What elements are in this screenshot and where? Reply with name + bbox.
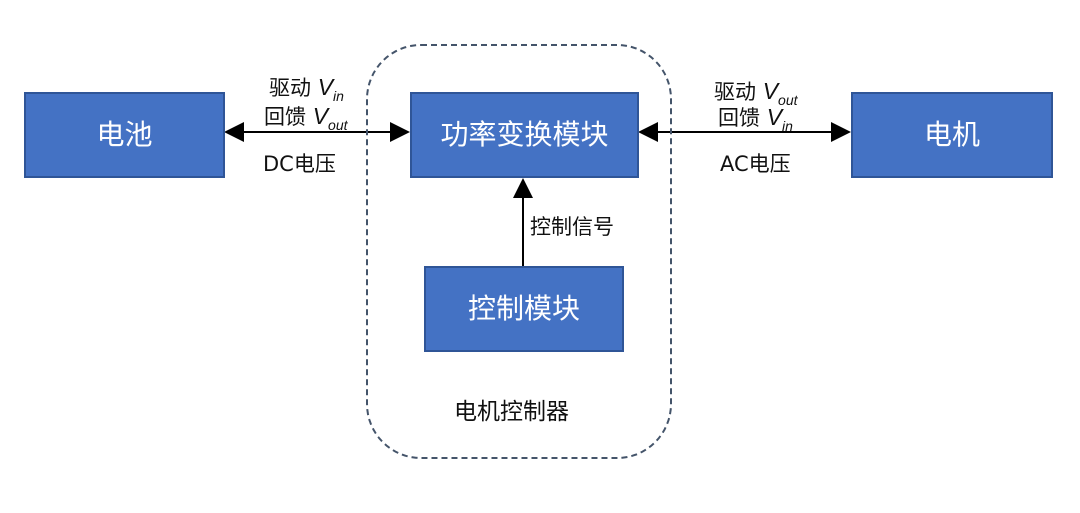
power-conversion-module-label: 功率变换模块 <box>440 118 609 151</box>
ac-voltage-label: AC电压 <box>720 152 791 176</box>
control-module-label: 控制模块 <box>467 292 580 325</box>
right-feedback-subscript: in <box>782 118 793 134</box>
right-feedback-variable: V <box>766 104 783 130</box>
left-drive-prefix: 驱动 <box>269 76 311 100</box>
right-drive-prefix: 驱动 <box>714 80 756 104</box>
left-feedback-prefix: 回馈 <box>264 105 306 129</box>
right-feedback-prefix: 回馈 <box>718 106 760 130</box>
left-feedback-label: 回馈 Vout <box>264 103 348 133</box>
left-drive-variable: V <box>317 74 334 100</box>
control-signal-label: 控制信号 <box>530 215 614 239</box>
left-feedback-subscript: out <box>328 117 348 133</box>
left-drive-subscript: in <box>333 88 344 104</box>
motor-box: 电机 <box>851 92 1053 178</box>
dc-voltage-label: DC电压 <box>263 152 336 176</box>
motor-controller-boundary <box>366 44 672 459</box>
power-conversion-module-box: 功率变换模块 <box>410 92 639 178</box>
motor-controller-label: 电机控制器 <box>454 399 569 425</box>
right-drive-variable: V <box>762 78 779 104</box>
right-drive-subscript: out <box>778 92 798 108</box>
left-feedback-variable: V <box>312 103 329 129</box>
motor-label: 电机 <box>923 118 980 151</box>
right-drive-label: 驱动 Vout <box>714 78 798 108</box>
battery-label: 电池 <box>96 118 153 151</box>
battery-box: 电池 <box>24 92 225 178</box>
right-feedback-label: 回馈 Vin <box>718 104 793 134</box>
left-drive-label: 驱动 Vin <box>269 74 344 104</box>
control-module-box: 控制模块 <box>424 266 624 352</box>
